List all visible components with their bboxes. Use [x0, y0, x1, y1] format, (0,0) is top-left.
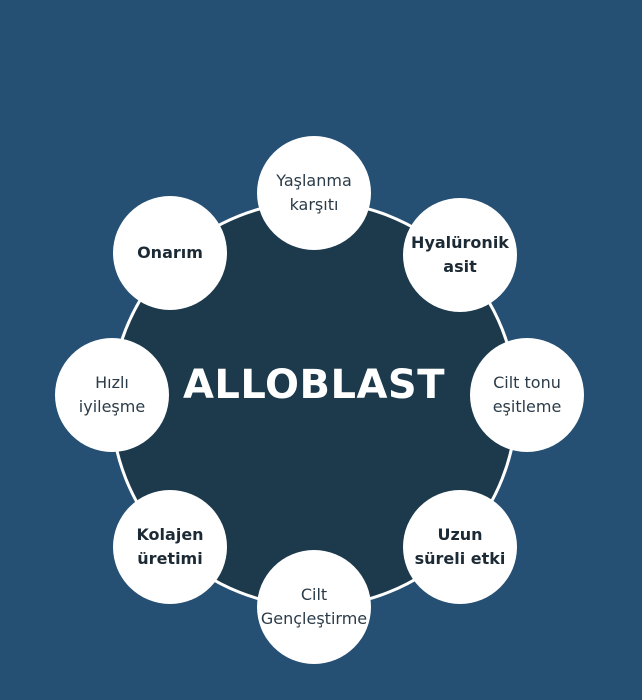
center-label: ALLOBLAST: [182, 362, 446, 408]
node-hyaluronik-asit: Hyalüronik asit: [403, 198, 517, 312]
node-cilt-genclestirme: Cilt Gençleştirme: [257, 550, 371, 664]
node-kolajen-uretimi: Kolajen üretimi: [113, 490, 227, 604]
node-cilt-tonu-esitleme: Cilt tonu eşitleme: [470, 338, 584, 452]
node-uzun-sureli-etki: Uzun süreli etki: [403, 490, 517, 604]
node-onarim: Onarım: [113, 196, 227, 310]
node-hizli-iyilesme: Hızlı iyileşme: [55, 338, 169, 452]
node-yaslanma-karsiti: Yaşlanma karşıtı: [257, 136, 371, 250]
